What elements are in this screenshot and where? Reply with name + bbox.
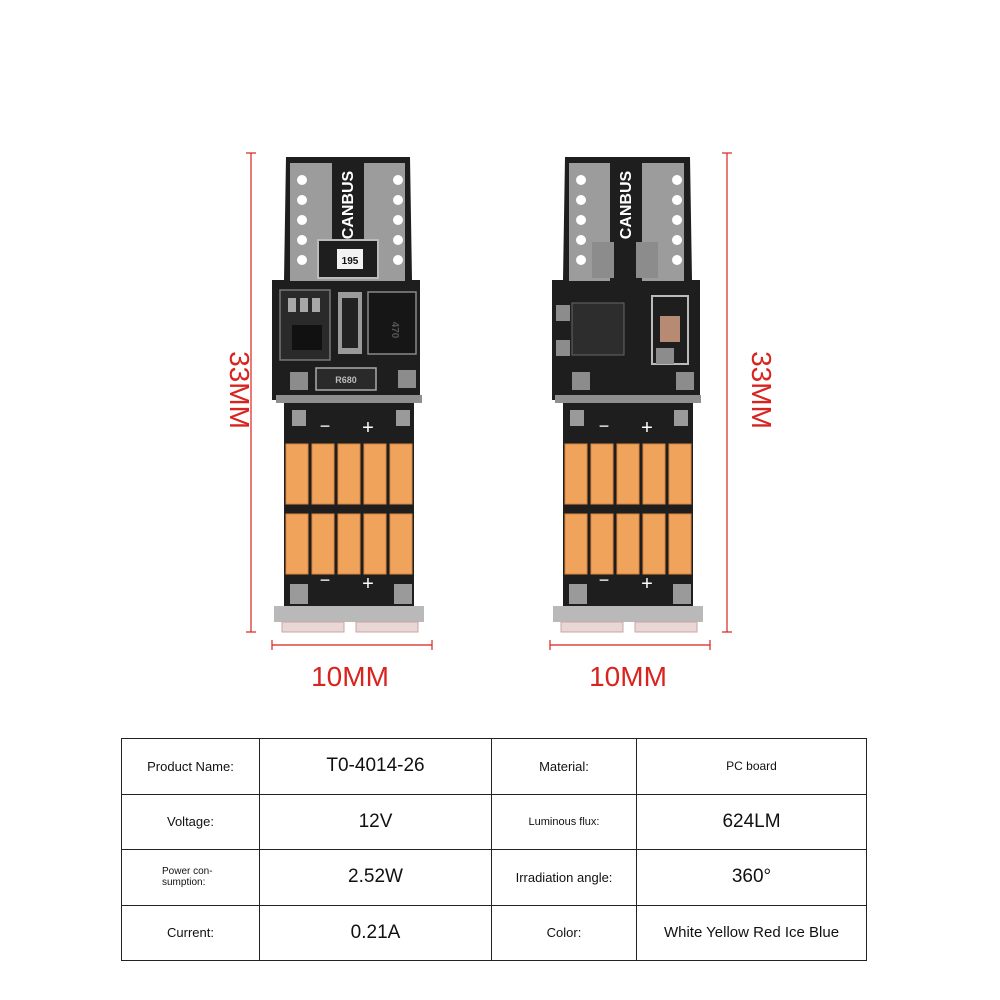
product-name-label: Product Name: [121,738,260,795]
color-label: Color: [491,904,637,961]
table-row: Power con- sumption: 2.52W Irradiation a… [121,849,867,906]
table-row: Product Name: T0-4014-26 Material: PC bo… [121,738,867,795]
polarity-minus-bottom-back: − [599,570,610,590]
irradiation-angle-value: 360° [636,849,867,906]
material-label: Material: [491,738,637,795]
height-label-left: 33MM [224,351,255,429]
power-consumption-value: 2.52W [259,849,492,906]
width-label-left: 10MM [311,661,389,692]
power-consumption-label: Power con- sumption: [121,849,260,906]
current-label: Current: [121,904,260,961]
material-value: PC board [636,738,867,795]
table-row: Current: 0.21A Color: White Yellow Red I… [121,904,867,961]
table-row: Voltage: 12V Luminous flux: 624LM [121,793,867,850]
polarity-plus-bottom-back: + [641,573,653,595]
polarity-minus-bottom-front: − [320,570,331,590]
chip-code-470: 470 [389,322,400,339]
product-name-value: T0-4014-26 [259,738,492,795]
led-board-back: CANBUS − + − + [552,157,703,633]
polarity-minus-top-front: − [320,416,331,436]
led-array-front [285,443,413,575]
chip-code-r680: R680 [335,375,357,385]
color-value: White Yellow Red Ice Blue [636,904,867,961]
voltage-label: Voltage: [121,793,260,850]
polarity-plus-top-front: + [362,417,374,439]
height-label-right: 33MM [746,351,777,429]
current-value: 0.21A [259,904,492,961]
led-board-front: CANBUS 195 470 R680 − + [272,157,424,633]
dimension-width-right [549,640,711,650]
voltage-value: 12V [259,793,492,850]
polarity-plus-top-back: + [641,417,653,439]
width-label-right: 10MM [589,661,667,692]
canbus-label-back: CANBUS [618,170,635,239]
dimension-width-left [271,640,433,650]
luminous-flux-label: Luminous flux: [491,793,637,850]
chip-code-195: 195 [342,256,359,267]
spec-table: Product Name: T0-4014-26 Material: PC bo… [121,738,867,961]
led-array-back [564,443,692,575]
luminous-flux-value: 624LM [636,793,867,850]
polarity-minus-top-back: − [599,416,610,436]
irradiation-angle-label: Irradiation angle: [491,849,637,906]
polarity-plus-bottom-front: + [362,573,374,595]
dimension-height-left [246,152,256,633]
product-figure: CANBUS 195 470 R680 − + [224,152,777,692]
dimension-height-right [722,152,732,633]
canbus-label-front: CANBUS [340,170,357,239]
